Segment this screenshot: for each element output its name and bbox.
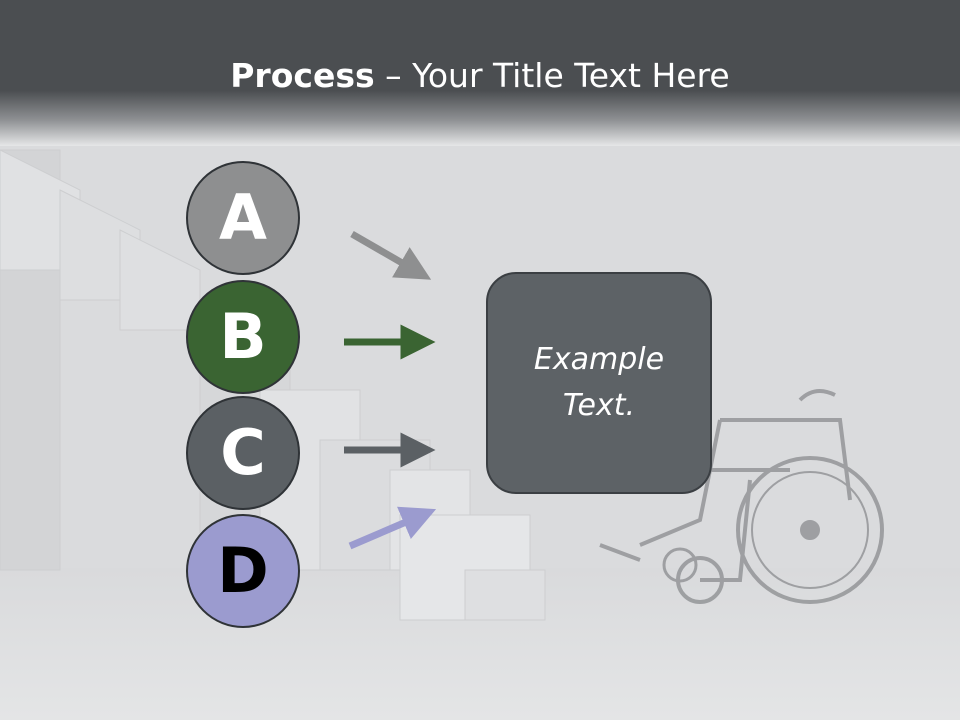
arrow-a xyxy=(350,230,432,280)
title-bar xyxy=(0,0,960,146)
step-circle-b[interactable]: B xyxy=(186,280,300,394)
step-letter-a: A xyxy=(219,181,267,254)
wheelchair xyxy=(599,389,884,604)
title-bold-text: Process xyxy=(230,56,375,95)
step-circle-c[interactable]: C xyxy=(186,396,300,510)
example-text: Example Text. xyxy=(533,342,665,423)
example-text-box[interactable]: Example Text. xyxy=(486,272,712,494)
step-letter-b: B xyxy=(219,300,267,373)
step-letter-d: D xyxy=(217,534,269,607)
title-regular-text: – Your Title Text Here xyxy=(374,56,730,95)
arrow-d xyxy=(348,506,437,550)
slide-title[interactable]: Process – Your Title Text Here xyxy=(0,56,960,96)
step-letter-c: C xyxy=(220,416,266,489)
step-circle-a[interactable]: A xyxy=(186,161,300,275)
step-circle-d[interactable]: D xyxy=(186,514,300,628)
